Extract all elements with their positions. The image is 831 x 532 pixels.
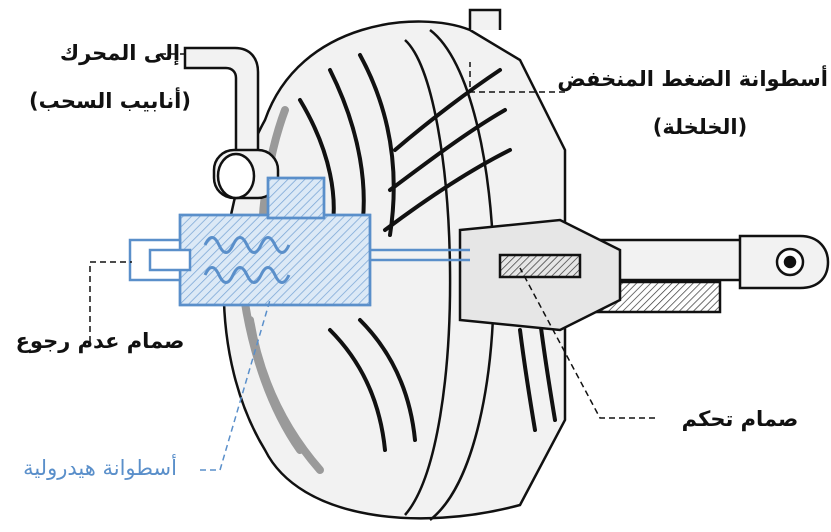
control-valve-body — [458, 218, 622, 332]
label-hydraulic-cylinder: أسطوانة هيدرولية — [23, 456, 177, 480]
leader-hydraulic — [200, 299, 271, 471]
leader-control — [519, 267, 655, 419]
label-engine: إلى المحرك — [59, 41, 181, 65]
label-intake-pipes: (أنابيب السحب) — [29, 89, 191, 113]
hydraulic-cylinder — [128, 176, 470, 307]
leader-lines — [89, 53, 655, 419]
label-control-valve: صمام تحكم — [681, 407, 799, 431]
leader-vacuum — [469, 62, 565, 93]
diaphragm-vanes — [298, 53, 557, 452]
label-vacuum-cylinder: أسطوانة الضغط المنخفض — [557, 67, 828, 91]
leader-check — [89, 261, 132, 342]
vacuum-pipe — [183, 46, 280, 200]
label-vacuum-sub: (الخلخلة) — [652, 115, 748, 139]
label-check-valve: صمام عدم رجوع — [15, 329, 185, 353]
